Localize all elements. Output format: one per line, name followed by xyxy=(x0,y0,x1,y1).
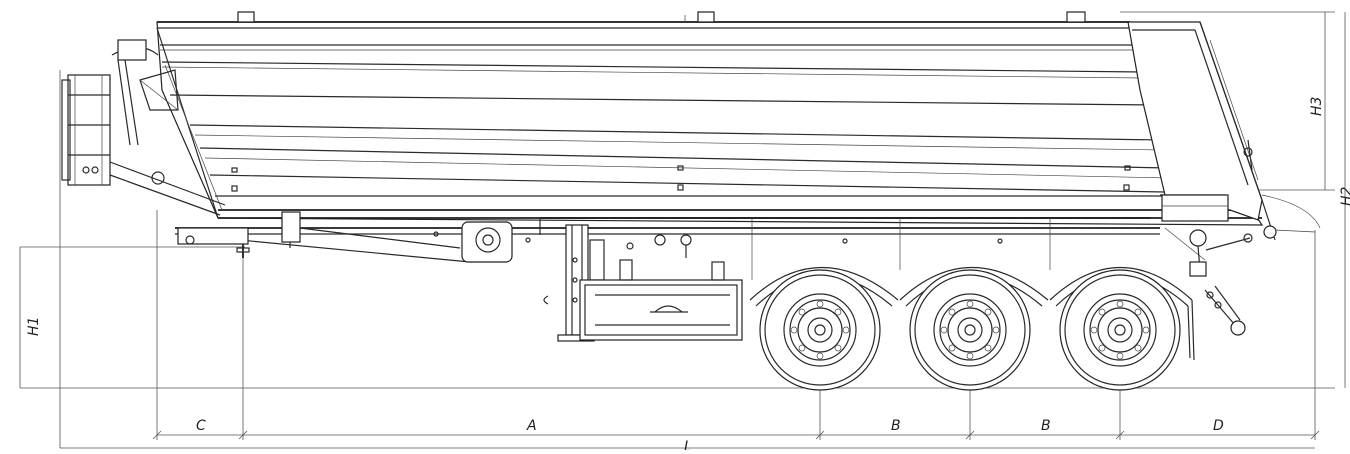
dim-label-h2: H2 xyxy=(1339,186,1350,206)
chassis-frame xyxy=(175,211,1160,263)
wheel-2 xyxy=(909,269,1031,391)
tailgate xyxy=(1127,21,1321,241)
dim-label-b1: B xyxy=(891,418,901,434)
dim-label-c: C xyxy=(196,418,206,434)
dim-label-h1: H1 xyxy=(26,317,42,336)
dim-label-h3: H3 xyxy=(1309,97,1325,116)
wheel-3 xyxy=(1059,269,1181,391)
toolbox xyxy=(579,234,743,341)
tipper-body xyxy=(156,11,1264,226)
rear-hitch xyxy=(1189,229,1253,336)
front-ladder xyxy=(61,39,226,216)
dim-label-b2: B xyxy=(1041,418,1051,434)
dim-label-a: A xyxy=(526,418,537,434)
dim-label-d: D xyxy=(1213,418,1224,434)
dim-label-l: L xyxy=(684,439,692,450)
wheel-1 xyxy=(759,269,881,391)
